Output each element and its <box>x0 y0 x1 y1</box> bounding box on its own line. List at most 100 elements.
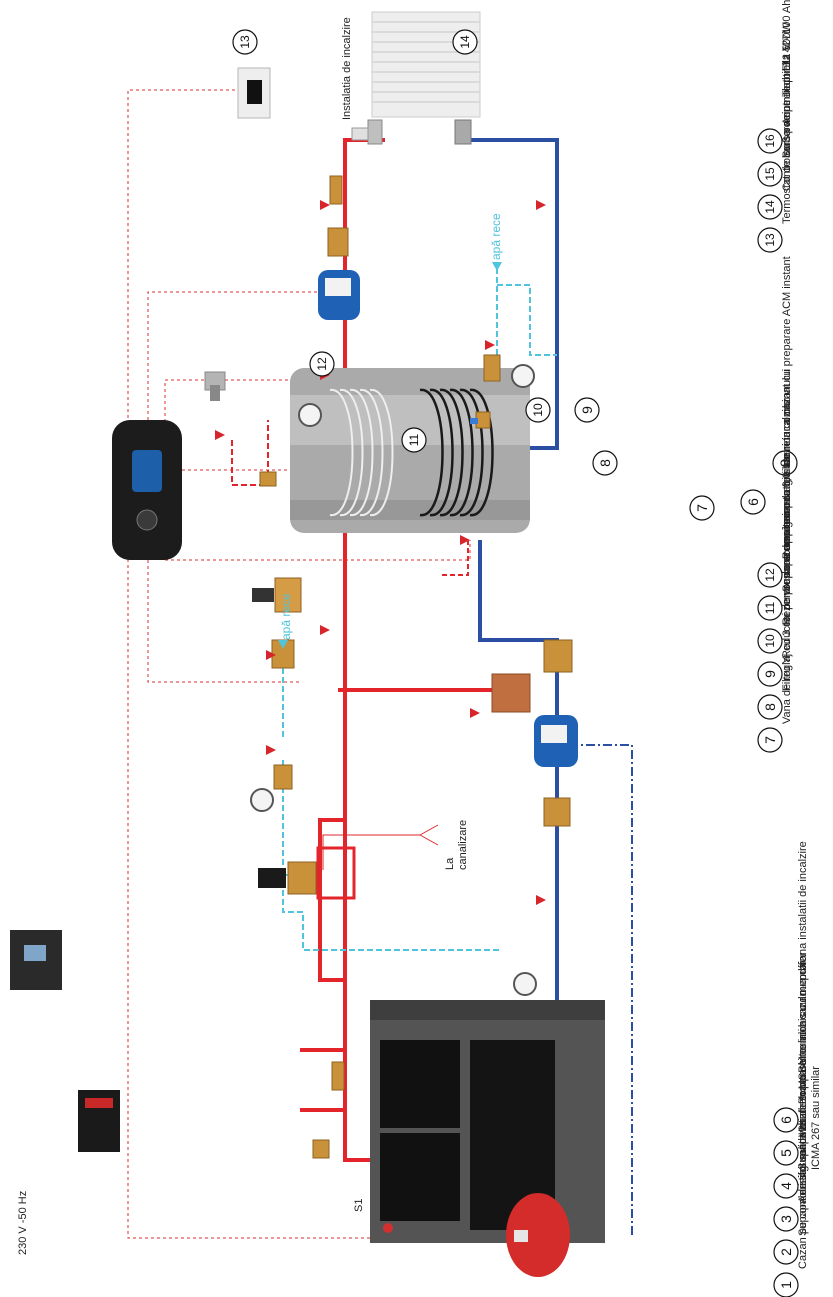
brass-fitting-coldwater <box>483 354 501 382</box>
legend-label-6: Vana de reglaj cu 3 cai pentru cresterea… <box>781 369 793 724</box>
safety-valve-heating <box>204 371 226 401</box>
safety-valve-2bar <box>312 1139 330 1159</box>
legend-label-5: Pompa circulatie cazan - puffer <box>797 952 809 1104</box>
legend-label-8: Reductor de presiune apa rece <box>781 507 793 658</box>
ball-valve-handle <box>460 535 470 545</box>
legend-marker-number: 13 <box>763 233 777 247</box>
ball-valve-handle <box>266 745 276 755</box>
safety-valve-6bar <box>470 411 491 429</box>
legend-marker-circle <box>773 1272 799 1297</box>
label-power-supply: 230 V -50 Hz <box>17 1191 29 1255</box>
legend-label-4: Vas de expansiune inchis cu membrana ins… <box>797 841 809 1137</box>
component-marker-number: 14 <box>458 35 472 49</box>
air-vent-boiler <box>331 1061 345 1091</box>
component-marker-number: 8 <box>777 459 793 467</box>
legend-marker-circle <box>757 628 783 654</box>
legend-marker-1: 2 <box>773 1239 799 1265</box>
component-marker-number: 7 <box>694 504 710 512</box>
legend-marker-number: 16 <box>763 134 777 148</box>
ball-valve-handle <box>320 625 330 635</box>
component-marker-circle <box>772 450 798 476</box>
component-marker-circle <box>452 29 478 55</box>
ball-valve-handle <box>470 708 480 718</box>
component-marker-9: 9 <box>574 397 600 423</box>
ups-unit <box>10 930 62 990</box>
ball-valve-handle <box>536 200 546 210</box>
legend-label-line: Acumulator 12 V - 100 Ah <box>781 0 793 125</box>
legend-marker-circle <box>773 1206 799 1232</box>
legend-marker-circle <box>757 727 783 753</box>
legend-label-line: Sursa neintreruptibila 500W <box>781 22 793 158</box>
room-thermostat <box>237 67 271 119</box>
dashed-return-link <box>440 540 469 576</box>
legend-marker-number: 12 <box>763 568 777 582</box>
legend-label-line: Termostat de camera <box>781 120 793 224</box>
legend-label-13: Controler 3 pompe Tech EU 427i <box>781 32 793 191</box>
legend-label-line: Vana de reglaj cu 3 cai pentru cresterea… <box>781 369 793 724</box>
label-s1: S1 <box>353 1199 365 1212</box>
legend-marker-number: 8 <box>762 703 778 711</box>
legend-label-10: Supapa de siguranta 6,0 bar <box>781 453 793 592</box>
legend-label-11: Pompa circulatie sistem incalzire <box>781 399 793 559</box>
legend-marker-8: 9 <box>757 661 783 687</box>
battery <box>78 1090 120 1152</box>
legend-marker-5: 6 <box>773 1107 799 1133</box>
solid-fuel-boiler <box>370 1000 605 1243</box>
air-vent <box>329 175 343 205</box>
label-drain: La canalizare <box>444 820 469 870</box>
legend-label-line: Supapa de descarcare termica cu doua cai <box>797 961 809 1170</box>
y-filter-return <box>543 639 573 673</box>
pressure-gauge-boiler <box>513 972 537 996</box>
legend-marker-number: 14 <box>763 200 777 214</box>
legend-marker-circle <box>757 661 783 687</box>
heating-circuit-pump <box>318 270 360 320</box>
component-marker-5: 6 <box>740 489 766 515</box>
pump-controller <box>112 420 182 560</box>
legend-marker-number: 6 <box>778 1116 794 1124</box>
component-markers: 123456788910111213141516 <box>232 29 798 521</box>
legend-marker-circle <box>757 161 783 187</box>
component-marker-circle <box>740 489 766 515</box>
legend-label-line: Cazan pe combustibil solid Heiztech MSBM <box>797 1056 809 1269</box>
legend-label-line: Controler 3 pompe Tech EU 427i <box>781 32 793 191</box>
legend-label-line: Pompa circulatie cazan - puffer <box>797 952 809 1104</box>
pressure-gauge-buffer <box>298 403 322 427</box>
legend-marker-circle <box>757 694 783 720</box>
cold-water-arrow <box>278 640 288 649</box>
legend-marker-number: 7 <box>762 736 778 744</box>
component-marker-6: 7 <box>689 495 715 521</box>
component-marker-circle <box>525 397 551 423</box>
legend-marker-circle <box>773 1173 799 1199</box>
expansion-vessel-line <box>557 744 633 1235</box>
component-marker-circle <box>592 450 618 476</box>
ball-valve-handle <box>320 200 330 210</box>
component-marker-number: 9 <box>579 406 595 414</box>
legend-marker-0: 1 <box>773 1272 799 1297</box>
component-marker-number: 8 <box>597 459 613 467</box>
legend-marker-number: 5 <box>778 1149 794 1157</box>
label-cold-water-mid: apă rece <box>279 593 293 640</box>
legend-marker-7: 8 <box>757 694 783 720</box>
thermal-discharge-safety-valve <box>258 861 317 895</box>
brass-fitting-cold <box>273 764 293 790</box>
legend-marker-number: 2 <box>778 1248 794 1256</box>
component-marker-circle <box>401 427 427 453</box>
legend-marker-circle <box>757 194 783 220</box>
radiator-valve-return <box>454 119 472 145</box>
component-marker-10: 10 <box>525 397 551 423</box>
legend-label-line: Vas de expansiune inchis cu membrana ins… <box>797 841 809 1137</box>
legend-marker-number: 4 <box>778 1182 794 1190</box>
legend-marker-circle <box>773 1107 799 1133</box>
label-cold-water-top: apă rece <box>489 213 503 260</box>
legend-marker-circle <box>757 562 783 588</box>
ball-valve-handle <box>215 430 225 440</box>
y-filter-heating <box>327 227 349 257</box>
legend-label-line: Reductor de presiune apa rece <box>781 507 793 658</box>
legend-marker-number: 9 <box>762 670 778 678</box>
component-marker-number: 13 <box>238 35 252 49</box>
legend-marker-6: 7 <box>757 727 783 753</box>
thermal-valve-body <box>316 846 356 900</box>
cold-water-arrow <box>492 262 502 271</box>
pressure-gauge-dhw <box>511 364 535 388</box>
